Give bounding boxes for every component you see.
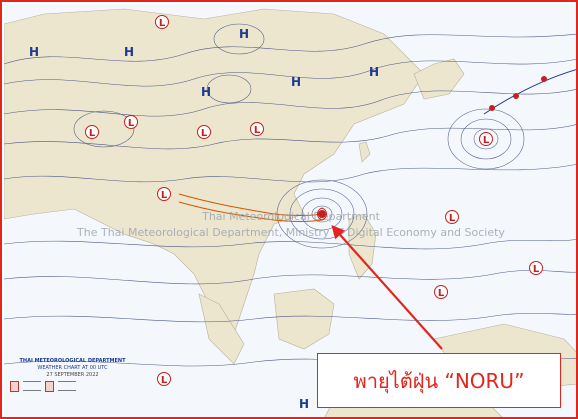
low-pressure-label: L [89, 128, 96, 139]
high-pressure-marker: H [29, 45, 39, 59]
credit-organization: THAI METEOROLOGICAL DEPARTMENT [19, 358, 126, 364]
high-pressure-label: H [299, 397, 309, 411]
high-pressure-label: H [369, 65, 379, 79]
callout-arrow [331, 225, 443, 350]
low-pressure-marker: L [157, 187, 171, 201]
credit-date: 27 SEPTEMBER 2022 [46, 372, 99, 378]
borneo-island [273, 288, 335, 350]
philippines-islands [348, 213, 377, 280]
low-pressure-ring [479, 132, 493, 146]
high-pressure-label: H [29, 45, 39, 59]
low-pressure-label: L [201, 128, 208, 139]
sumatra-island [198, 293, 245, 365]
low-pressure-label: L [254, 125, 261, 136]
typhoon-callout-box: พายุไต้ฝุ่น “NORU” [317, 353, 561, 408]
low-pressure-ring [155, 15, 169, 29]
monsoon-trough [178, 193, 323, 222]
low-pressure-marker: L [445, 210, 459, 224]
low-pressure-label: L [533, 264, 540, 275]
watermark-line-2: The Thai Meteorological Department, Mini… [76, 226, 505, 239]
isobars [4, 23, 576, 367]
low-pressure-marker: L [434, 285, 448, 299]
watermark-line-1: Thai Meteorological Department [201, 210, 380, 223]
low-pressure-ring [124, 115, 138, 129]
credit-logos [10, 381, 135, 392]
high-pressure-marker: H [299, 397, 309, 411]
taiwan-island [358, 141, 371, 163]
high-pressure-label: H [291, 75, 301, 89]
weather-front [483, 69, 576, 115]
high-pressure-marker: H [124, 45, 134, 59]
low-pressure-ring [197, 125, 211, 139]
low-pressure-marker: L [197, 125, 211, 139]
low-pressure-ring [157, 372, 171, 386]
credit-chart-title: WEATHER CHART AT 00 UTC [37, 365, 108, 371]
high-pressure-marker: H [201, 85, 211, 99]
low-pressure-marker: L [529, 261, 543, 275]
low-pressure-label: L [438, 288, 445, 299]
low-pressure-marker: L [479, 132, 493, 146]
low-pressure-marker: L [157, 372, 171, 386]
asia-mainland [4, 8, 425, 355]
japan-islands [413, 58, 465, 100]
high-pressure-marker: H [369, 65, 379, 79]
high-pressure-label: H [124, 45, 134, 59]
high-pressure-marker: H [239, 27, 249, 41]
high-pressure-label: H [239, 27, 249, 41]
low-pressure-marker: L [124, 115, 138, 129]
low-pressure-label: L [161, 190, 168, 201]
logo-seal-icon [10, 381, 19, 392]
low-pressure-ring [157, 187, 171, 201]
legend-graphic [23, 381, 41, 391]
low-pressure-ring [445, 210, 459, 224]
low-pressure-marker: L [250, 122, 264, 136]
low-pressure-label: L [449, 213, 456, 224]
logo-seal-icon [45, 381, 54, 392]
typhoon-callout-label: พายุไต้ฝุ่น “NORU” [353, 368, 525, 393]
low-pressure-ring [85, 125, 99, 139]
low-pressure-label: L [159, 18, 166, 29]
legend-graphic [58, 381, 76, 391]
low-pressure-marker: L [85, 125, 99, 139]
high-pressure-marker: H [291, 75, 301, 89]
typhoon-noru-symbol [317, 207, 327, 221]
low-pressure-ring [529, 261, 543, 275]
high-pressure-label: H [201, 85, 211, 99]
low-pressure-ring [250, 122, 264, 136]
low-pressure-label: L [161, 375, 168, 386]
low-pressure-ring [434, 285, 448, 299]
low-pressure-marker: L [155, 15, 169, 29]
low-pressure-label: L [483, 135, 490, 146]
chart-credit-block: THAI METEOROLOGICAL DEPARTMENT WEATHER C… [10, 358, 135, 413]
low-pressure-label: L [128, 118, 135, 129]
